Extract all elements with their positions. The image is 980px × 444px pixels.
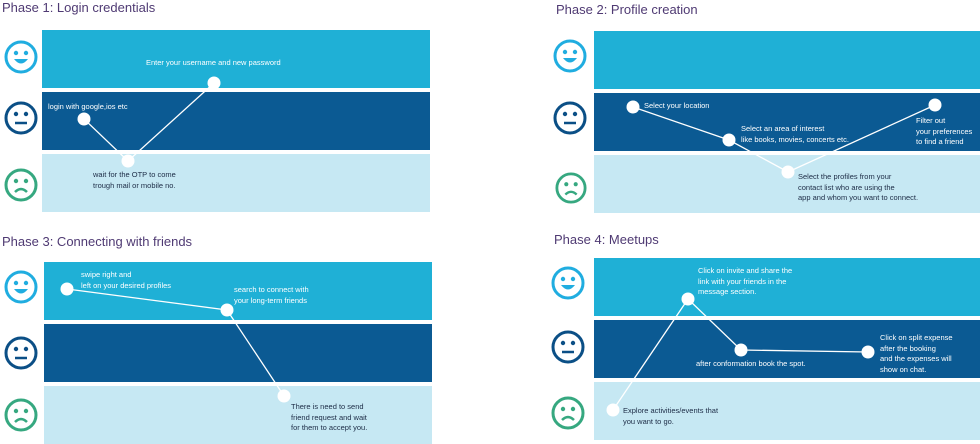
- phase-1-sad-band: [42, 154, 430, 212]
- phase-3-note-swipe: swipe right and left on your desired pro…: [81, 270, 172, 290]
- phase-4-note-invite: Click on invite and share the link with …: [698, 266, 793, 296]
- sad-face-icon: [551, 396, 585, 430]
- phase-1-title: Phase 1: Login credentials: [2, 0, 156, 15]
- phase-2-title: Phase 2: Profile creation: [556, 2, 698, 17]
- phase-1-step-dot: [207, 76, 221, 90]
- phase-3-note-search: search to connect with your long-term fr…: [234, 285, 309, 305]
- sad-face-icon: [4, 398, 38, 432]
- phase-2-neutral-band: [594, 93, 980, 151]
- phase-2-step-dot: [722, 133, 736, 147]
- phase-3-neutral-band: [44, 324, 432, 382]
- neutral-face-icon: [553, 101, 587, 135]
- phase-3-title: Phase 3: Connecting with friends: [2, 234, 193, 249]
- sad-face-icon: [4, 168, 38, 202]
- happy-face-icon: [4, 270, 38, 304]
- phase-4-sad-band: [594, 382, 980, 440]
- phase-4-neutral-band: [594, 320, 980, 378]
- phase-1-step-dot: [77, 112, 91, 126]
- phase-4-journey-line: [612, 297, 869, 411]
- phase-4-happy-band: [594, 258, 980, 316]
- neutral-face-icon: [4, 336, 38, 370]
- phase-4-step-dot: [606, 403, 620, 417]
- phase-2-note-filter: Filter out your preferences to find a fr…: [916, 116, 973, 146]
- phase-2-note-contacts: Select the profiles from your contact li…: [798, 172, 919, 202]
- phase-1-happy-band: [42, 30, 430, 88]
- happy-face-icon: [4, 40, 38, 74]
- phase-1-journey-line: [83, 82, 215, 162]
- phase-3-happy-band: [44, 262, 432, 320]
- neutral-face-icon: [4, 101, 38, 135]
- phase-2-journey-line: [632, 104, 936, 173]
- phase-4-note-booking: after conformation book the spot.: [696, 359, 806, 368]
- phase-2-step-dot: [928, 98, 942, 112]
- phase-1-note-otp: wait for the OTP to come trough mail or …: [93, 170, 176, 190]
- phase-4-title: Phase 4: Meetups: [554, 232, 659, 247]
- phase-3-note-request: There is need to send friend request and…: [291, 402, 368, 432]
- phase-1-note-google: login with google,ios etc: [48, 102, 128, 111]
- neutral-face-icon: [551, 330, 585, 364]
- phase-3-step-dot: [220, 303, 234, 317]
- phase-1-step-dot: [121, 154, 135, 168]
- phase-4-note-split: Click on split expense after the booking…: [880, 333, 953, 374]
- phase-4-note-explore: Explore activities/events that you want …: [623, 406, 719, 426]
- phase-2-step-dot: [626, 100, 640, 114]
- phase-1-note-username: Enter your username and new password: [146, 58, 281, 67]
- phase-4-step-dot: [861, 345, 875, 359]
- sad-face-icon: [555, 172, 587, 204]
- phase-2-happy-band: [594, 31, 980, 89]
- phase-2-note-interest: Select an area of interest like books, m…: [741, 124, 849, 144]
- phase-4-step-dot: [734, 343, 748, 357]
- phase-3-step-dot: [60, 282, 74, 296]
- phase-2-step-dot: [781, 165, 795, 179]
- happy-face-icon: [551, 266, 585, 300]
- phase-4-step-dot: [681, 292, 695, 306]
- happy-face-icon: [553, 39, 587, 73]
- phase-2-sad-band: [594, 155, 980, 213]
- phase-3-sad-band: [44, 386, 432, 444]
- phase-2-note-location: Select your location: [644, 101, 710, 110]
- phase-3-step-dot: [277, 389, 291, 403]
